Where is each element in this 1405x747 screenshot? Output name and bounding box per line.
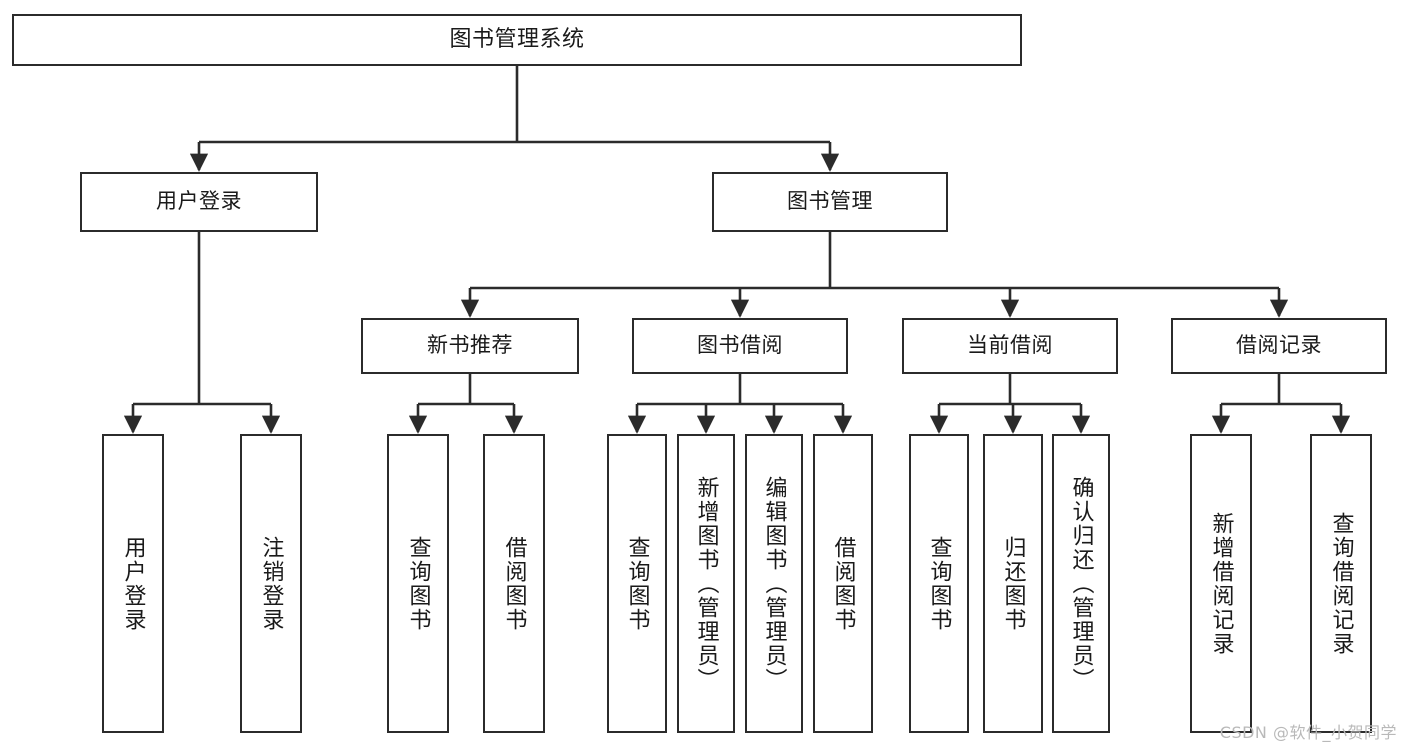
node-leaf-borrow-book-2[interactable]: 借阅图书 — [813, 434, 873, 733]
node-leaf-return-book[interactable]: 归还图书 — [983, 434, 1043, 733]
node-leaf-query-book-1[interactable]: 查询图书 — [387, 434, 449, 733]
node-leaf-user-login[interactable]: 用户登录 — [102, 434, 164, 733]
node-user-login[interactable]: 用户登录 — [80, 172, 318, 232]
watermark-text: CSDN @软件_小贺同学 — [1219, 723, 1397, 742]
node-leaf-logout[interactable]: 注销登录 — [240, 434, 302, 733]
node-leaf-add-book[interactable]: 新增图书（管理员） — [677, 434, 735, 733]
node-label: 确认归还（管理员） — [1068, 475, 1094, 692]
node-label: 查询图书 — [624, 535, 650, 632]
node-leaf-query-record[interactable]: 查询借阅记录 — [1310, 434, 1372, 733]
node-label: 查询图书 — [405, 535, 431, 632]
node-label: 借阅图书 — [830, 535, 856, 632]
node-book-manage[interactable]: 图书管理 — [712, 172, 948, 232]
node-label: 用户登录 — [156, 189, 242, 214]
node-label: 新增图书（管理员） — [693, 475, 719, 692]
node-label: 编辑图书（管理员） — [761, 475, 787, 692]
node-label: 新书推荐 — [427, 333, 513, 358]
node-label: 用户登录 — [120, 535, 146, 632]
node-borrow-record[interactable]: 借阅记录 — [1171, 318, 1387, 374]
node-label: 查询借阅记录 — [1328, 511, 1354, 656]
node-label: 查询图书 — [926, 535, 952, 632]
node-current-borrow[interactable]: 当前借阅 — [902, 318, 1118, 374]
node-book-borrow[interactable]: 图书借阅 — [632, 318, 848, 374]
node-label: 注销登录 — [258, 535, 284, 632]
node-label: 新增借阅记录 — [1208, 511, 1234, 656]
node-leaf-query-book-2[interactable]: 查询图书 — [607, 434, 667, 733]
node-leaf-edit-book[interactable]: 编辑图书（管理员） — [745, 434, 803, 733]
node-label: 借阅图书 — [501, 535, 527, 632]
node-new-book-rec[interactable]: 新书推荐 — [361, 318, 579, 374]
node-root[interactable]: 图书管理系统 — [12, 14, 1022, 66]
node-label: 当前借阅 — [967, 333, 1053, 358]
node-label: 归还图书 — [1000, 535, 1026, 632]
node-leaf-add-record[interactable]: 新增借阅记录 — [1190, 434, 1252, 733]
node-leaf-confirm-return[interactable]: 确认归还（管理员） — [1052, 434, 1110, 733]
node-label: 图书管理 — [787, 189, 873, 214]
node-label: 图书管理系统 — [449, 26, 585, 52]
node-leaf-borrow-book-1[interactable]: 借阅图书 — [483, 434, 545, 733]
node-label: 图书借阅 — [697, 333, 783, 358]
node-leaf-query-book-3[interactable]: 查询图书 — [909, 434, 969, 733]
node-label: 借阅记录 — [1236, 333, 1322, 358]
